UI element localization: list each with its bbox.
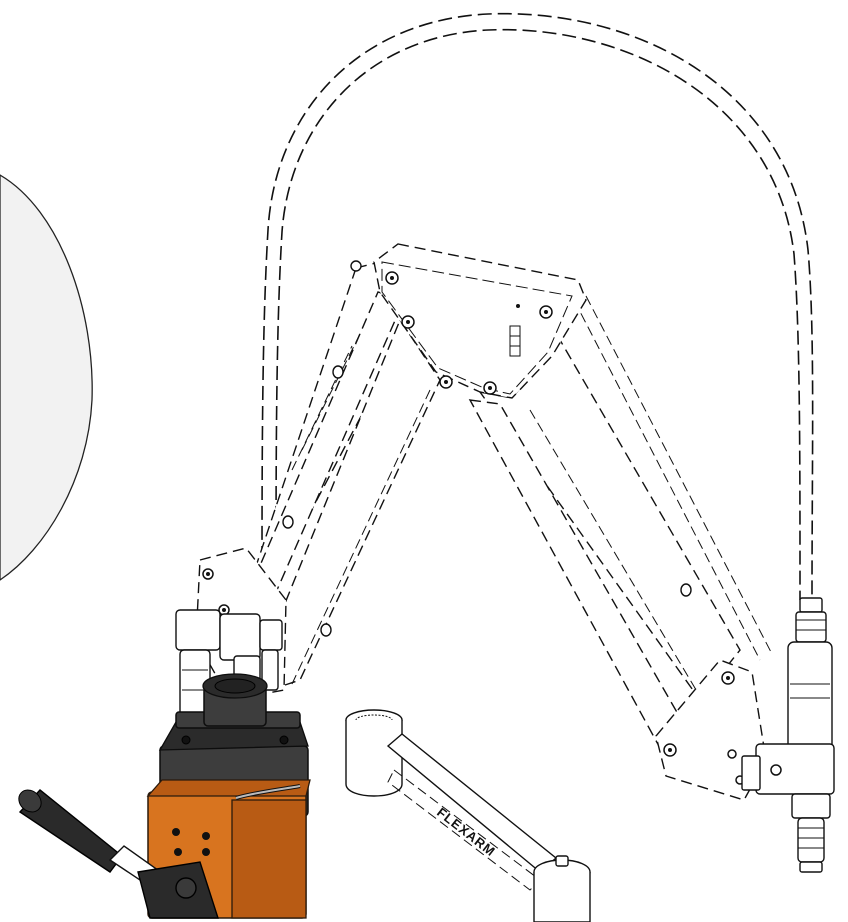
background-disc [0,174,93,581]
right-elbow-bolt-1 [663,743,677,757]
base-lever-handle [18,789,219,919]
plate-bolt-1 [385,271,399,285]
arm-link-left-lower [265,318,441,691]
elbow-bolt-1 [202,568,214,580]
right-elbow-bolt-3 [727,749,737,759]
valve-cluster [175,609,283,721]
right-elbow-bolt-2 [721,671,735,685]
top-pivot-plate [350,243,587,399]
foreground-arm: FLEXARM [345,709,591,922]
arm-link-right [468,295,773,749]
plate-bolt-2 [539,305,553,319]
plate-bolt-3 [401,315,415,329]
plate-bolt-5 [483,381,497,395]
link-bolts [282,365,692,637]
plate-logo [509,325,521,357]
air-hose [261,12,814,601]
tapping-head [741,597,835,873]
plate-bolt-4 [439,375,453,389]
